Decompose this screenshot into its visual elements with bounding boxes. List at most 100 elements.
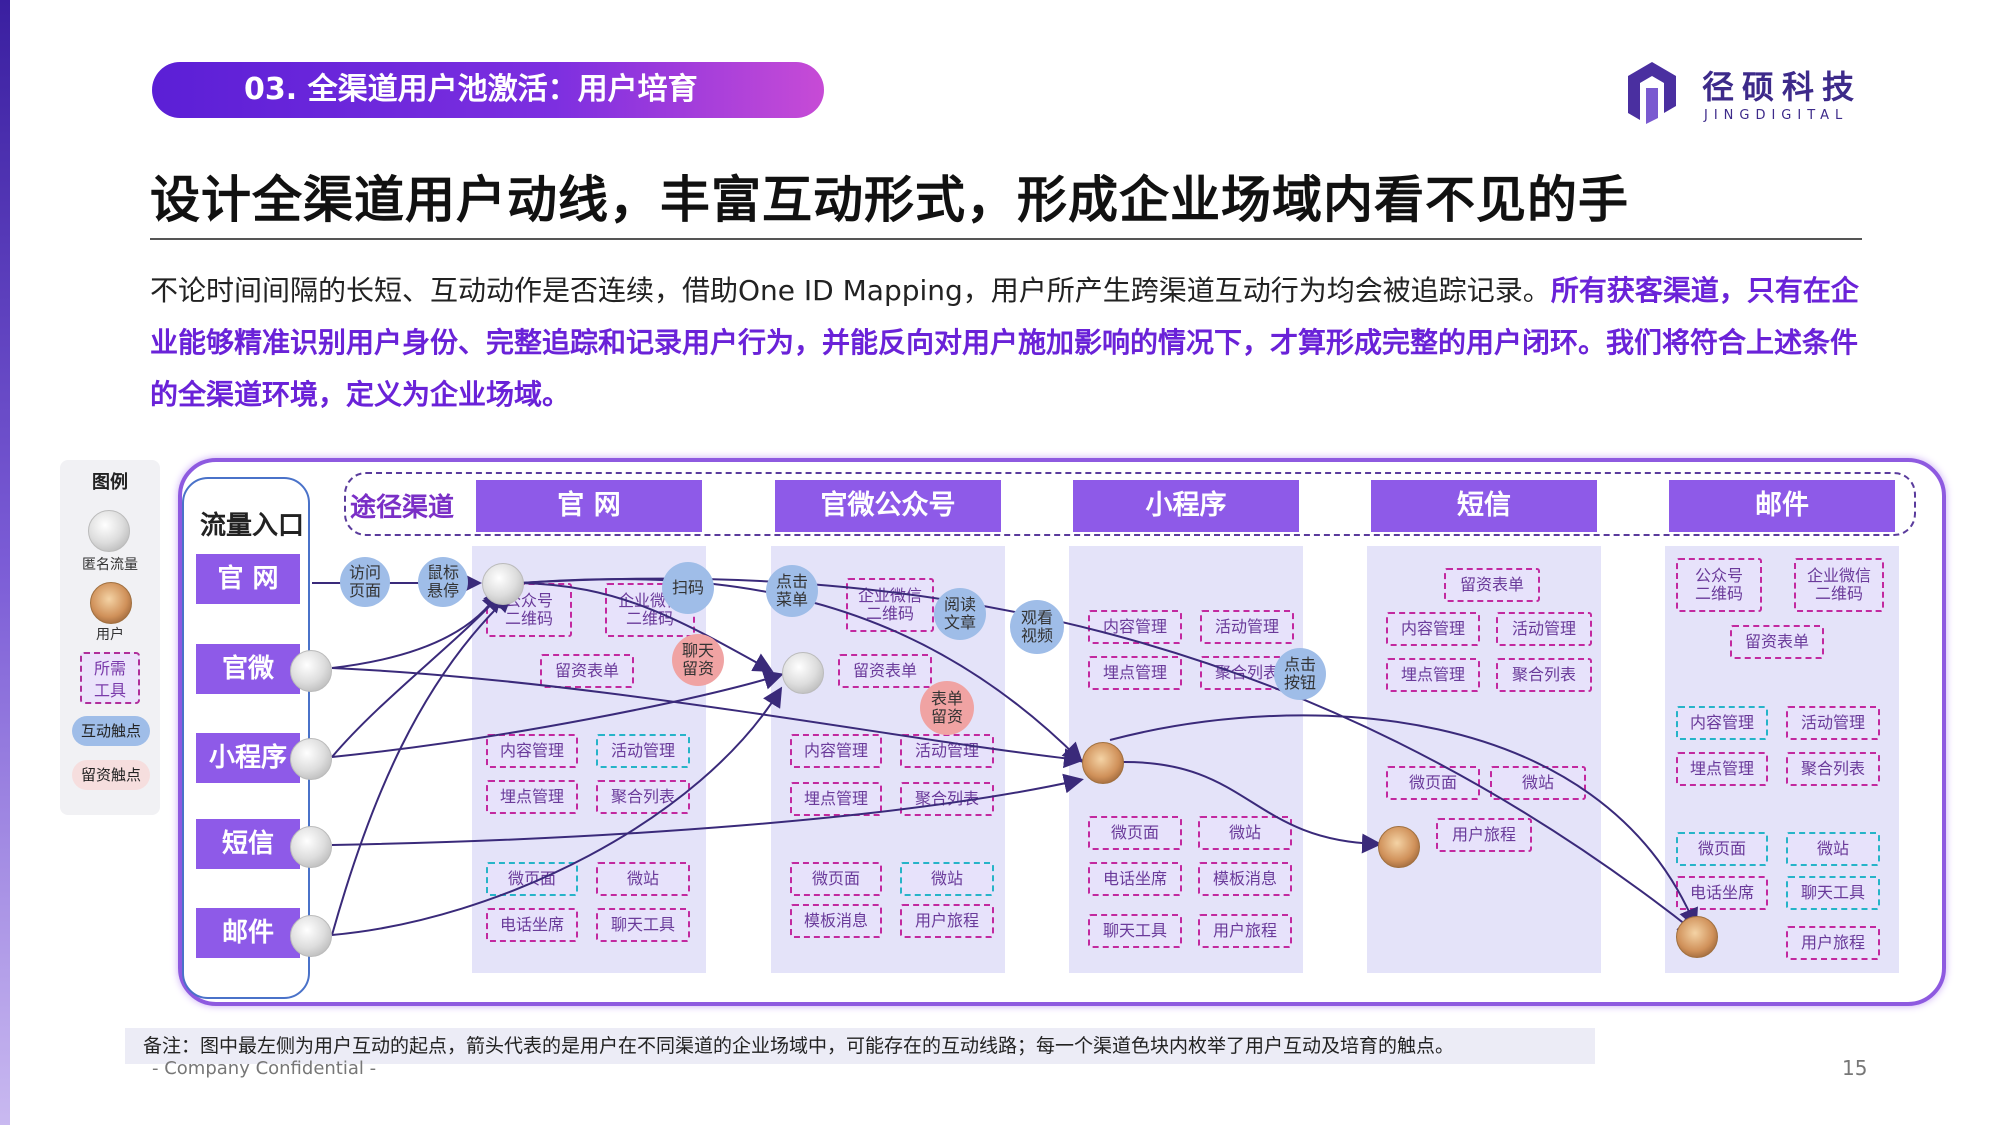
bubble-chat-lead: 聊天 留资: [672, 634, 724, 686]
logo-icon: [1628, 62, 1676, 124]
tag-activity-mgmt: 活动管理: [596, 734, 690, 768]
tag-micro-site: 微站: [1786, 832, 1880, 866]
route-box: [344, 472, 1916, 536]
tag-chat-tool: 聊天工具: [1786, 876, 1880, 910]
tag-micro-site: 微站: [596, 862, 690, 896]
entry-title: 流量入口: [200, 511, 305, 541]
tag-aggregate-list: 聚合列表: [1496, 658, 1592, 692]
tag-tracking-mgmt: 埋点管理: [790, 782, 882, 816]
route-label: 途径渠道: [350, 493, 455, 523]
tag-user-journey: 用户旅程: [1436, 818, 1532, 852]
tag-call-center: 电话坐席: [1088, 862, 1182, 896]
intro-normal-text: 不论时间间隔的长短、互动动作是否连续，借助One ID Mapping，用户所产…: [150, 274, 1551, 307]
tag-tracking-mgmt: 埋点管理: [1088, 656, 1182, 690]
legend-anon-label: 匿名流量: [82, 557, 138, 573]
tag-tracking-mgmt: 埋点管理: [1676, 752, 1768, 786]
intro-highlight-text: 所有获客渠道，只有在企业能够精准识别用户身份、完整追踪和记录用户行为，并能反向对…: [150, 274, 1859, 411]
intro-paragraph: 不论时间间隔的长短、互动动作是否连续，借助One ID Mapping，用户所产…: [150, 265, 1865, 421]
bubble-visit-page: 访问 页面: [340, 557, 390, 607]
title-divider: [150, 238, 1862, 240]
tag-aggregate-list: 聚合列表: [596, 780, 690, 814]
tag-activity-mgmt: 活动管理: [900, 734, 994, 768]
legend-title: 图例: [92, 472, 128, 493]
bubble-read-article: 阅读 文章: [934, 588, 986, 640]
bubble-form-lead: 表单 留资: [920, 681, 974, 735]
channel-head-wechat: 官微公众号: [775, 480, 1001, 532]
legend-tools-label: 所需 工具: [80, 652, 140, 704]
confidential-label: - Company Confidential -: [152, 1058, 377, 1079]
tag-chat-tool: 聊天工具: [596, 908, 690, 942]
user-face-icon: [90, 582, 132, 624]
bubble-watch-video: 观看 视频: [1010, 600, 1064, 654]
section-label: 03. 全渠道用户池激活：用户培育: [152, 62, 824, 118]
channel-head-email: 邮件: [1669, 480, 1895, 532]
diagram-frame: [178, 458, 1946, 1006]
tag-wecom-qrcode: 企业微信 二维码: [846, 578, 934, 632]
tag-activity-mgmt: 活动管理: [1200, 610, 1294, 644]
bubble-click-button: 点击 按钮: [1274, 648, 1326, 700]
email-user-face-icon: [1676, 916, 1718, 958]
tag-lead-form: 留资表单: [1730, 625, 1824, 659]
tag-lead-form: 留资表单: [838, 654, 932, 688]
tag-chat-tool: 聊天工具: [1088, 914, 1182, 948]
tag-activity-mgmt: 活动管理: [1496, 612, 1592, 646]
tag-micro-page: 微页面: [790, 862, 882, 896]
tag-template-msg: 模板消息: [790, 904, 882, 938]
entry-anon-face-icon: [290, 826, 332, 868]
tag-micro-page: 微页面: [1088, 816, 1182, 850]
bubble-click-menu: 点击 菜单: [766, 565, 818, 617]
miniprogram-user-face-icon: [1082, 742, 1124, 784]
tag-content-mgmt: 内容管理: [1676, 706, 1768, 740]
anonymous-face-icon: [88, 510, 130, 552]
tag-micro-site: 微站: [900, 862, 994, 896]
logo-name: 径硕科技: [1702, 68, 1863, 106]
entry-anon-face-icon: [290, 738, 332, 780]
tag-lead-form: 留资表单: [1444, 568, 1540, 602]
tag-user-journey: 用户旅程: [900, 904, 994, 938]
tag-micro-page: 微页面: [486, 862, 578, 896]
tag-call-center: 电话坐席: [486, 908, 578, 942]
legend-touch-label: 互动触点: [72, 716, 150, 746]
tag-lead-form: 留资表单: [540, 654, 634, 688]
tag-tracking-mgmt: 埋点管理: [486, 780, 578, 814]
channel-head-website: 官 网: [476, 480, 702, 532]
legend-lead-label: 留资触点: [72, 760, 150, 790]
page-number: 15: [1842, 1056, 1868, 1080]
tag-micro-page: 微页面: [1386, 766, 1480, 800]
wechat-anon-face-icon: [782, 652, 824, 694]
entry-website: 官 网: [196, 554, 300, 604]
tag-tracking-mgmt: 埋点管理: [1386, 658, 1480, 692]
tag-content-mgmt: 内容管理: [1386, 612, 1480, 646]
tag-template-msg: 模板消息: [1198, 862, 1292, 896]
tag-content-mgmt: 内容管理: [790, 734, 882, 768]
tag-activity-mgmt: 活动管理: [1786, 706, 1880, 740]
entry-wechat: 官微: [196, 644, 300, 694]
entry-anon-face-icon: [290, 915, 332, 957]
tag-micro-site: 微站: [1198, 816, 1292, 850]
sms-user-face-icon: [1378, 826, 1420, 868]
tag-aggregate-list: 聚合列表: [1786, 752, 1880, 786]
tag-content-mgmt: 内容管理: [486, 734, 578, 768]
tag-micro-site: 微站: [1490, 766, 1586, 800]
page-title: 设计全渠道用户动线，丰富互动形式，形成企业场域内看不见的手: [150, 171, 1629, 229]
website-anon-face-icon: [482, 563, 524, 605]
logo-subtitle: JINGDIGITAL: [1704, 108, 1849, 123]
tag-user-journey: 用户旅程: [1786, 926, 1880, 960]
tag-wecom-qrcode: 企业微信 二维码: [1794, 558, 1884, 612]
tag-content-mgmt: 内容管理: [1088, 610, 1182, 644]
bubble-mouse-hover: 鼠标 悬停: [418, 557, 468, 607]
channel-head-sms: 短信: [1371, 480, 1597, 532]
left-accent-bar: [0, 0, 10, 1125]
entry-sms: 短信: [196, 819, 300, 869]
bubble-scan-code: 扫码: [662, 562, 714, 614]
entry-anon-face-icon: [290, 650, 332, 692]
entry-email: 邮件: [196, 908, 300, 958]
tag-oa-qrcode: 公众号 二维码: [1676, 558, 1762, 612]
footnote: 备注：图中最左侧为用户互动的起点，箭头代表的是用户在不同渠道的企业场域中，可能存…: [125, 1028, 1595, 1064]
entry-miniprogram: 小程序: [196, 733, 300, 783]
legend-panel: 图例 匿名流量 用户 所需 工具 互动触点 留资触点: [60, 460, 160, 815]
legend-user-label: 用户: [96, 627, 124, 643]
tag-user-journey: 用户旅程: [1198, 914, 1292, 948]
tag-call-center: 电话坐席: [1676, 876, 1768, 910]
